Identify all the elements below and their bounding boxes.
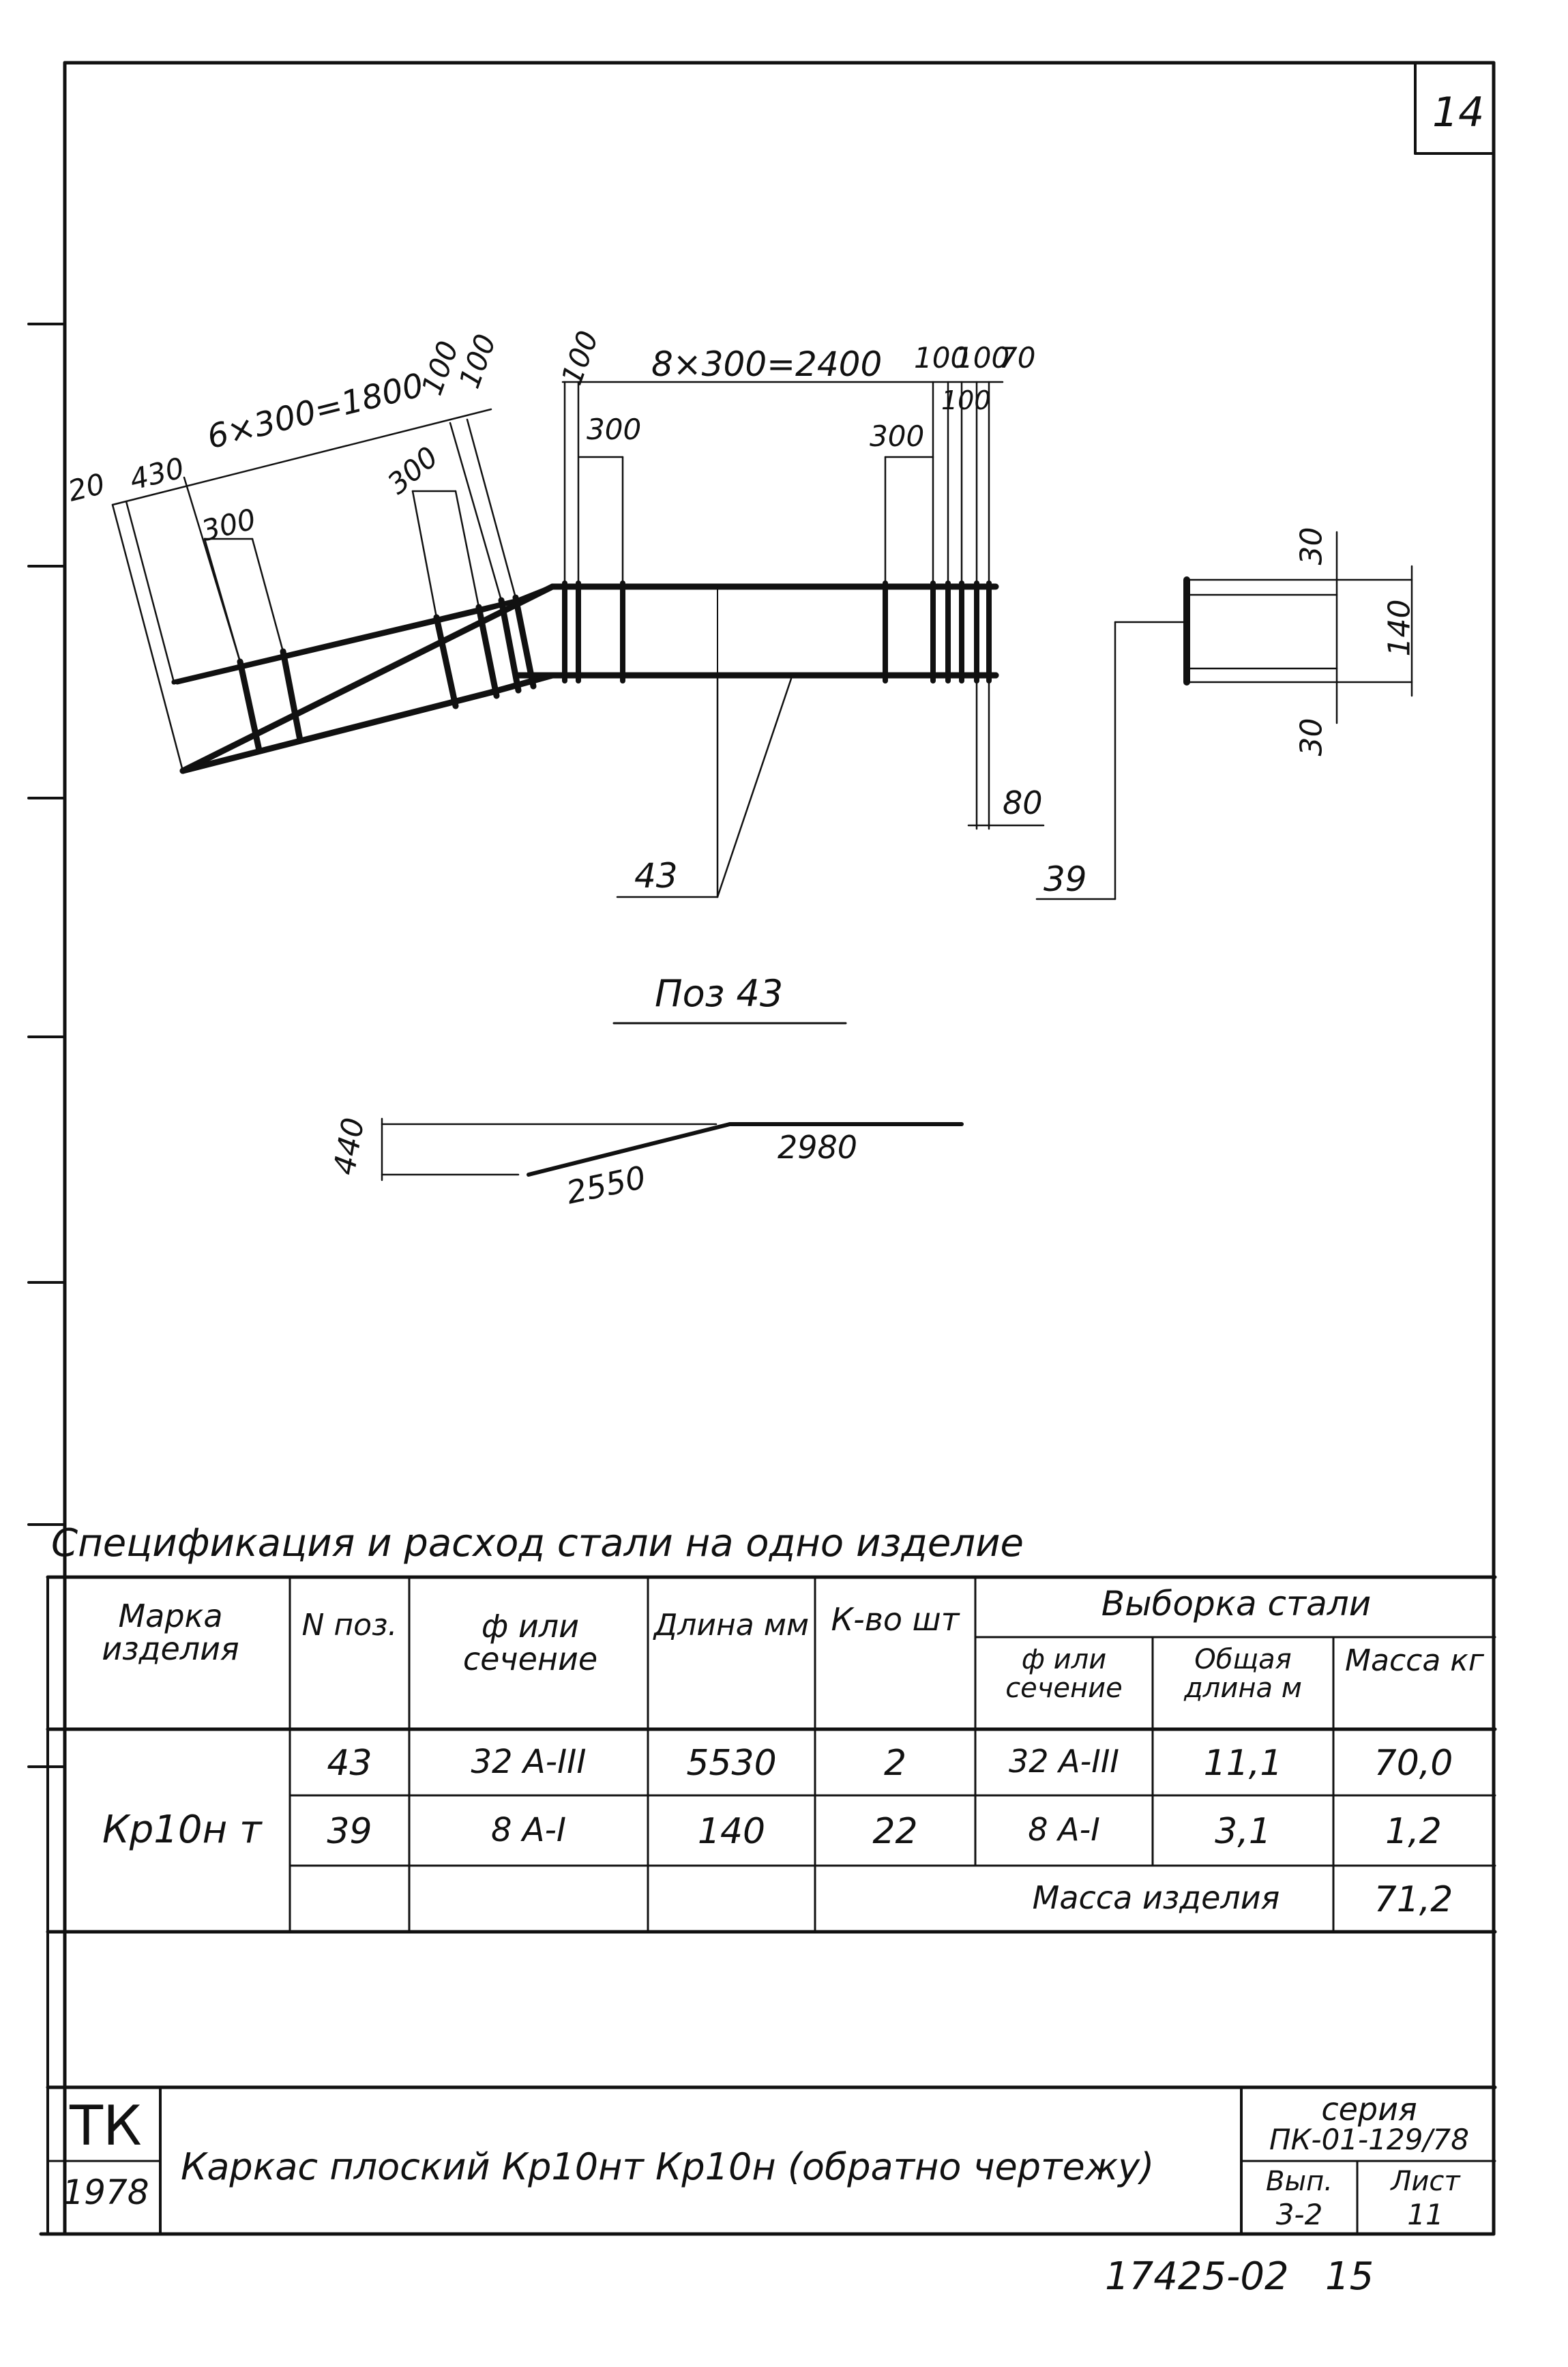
pos43-title: Поз 43 bbox=[655, 972, 784, 1015]
cell-mass: 70,0 bbox=[1374, 1743, 1453, 1784]
total-label: Масса изделия bbox=[1032, 1879, 1280, 1916]
leader-label-43: 43 bbox=[634, 856, 678, 896]
cell-length: 5530 bbox=[686, 1743, 777, 1784]
header-mass: Масса кг bbox=[1345, 1643, 1484, 1678]
frame-drawing bbox=[111, 381, 1413, 1181]
title-block-grid bbox=[46, 1576, 1497, 2235]
dim-label: 300 bbox=[870, 420, 925, 453]
header-pos: N поз. bbox=[301, 1608, 398, 1643]
page-number: 14 bbox=[1432, 89, 1485, 136]
dim-label: 300 bbox=[587, 413, 642, 446]
dim-label: 30 bbox=[1294, 718, 1329, 756]
org-mark: ТК bbox=[70, 2094, 142, 2158]
series-label: серия bbox=[1321, 2091, 1417, 2128]
header-total-length: Общая длина м bbox=[1184, 1644, 1302, 1704]
dim-label: 30 bbox=[1294, 527, 1329, 565]
dim-label: 140 bbox=[1382, 599, 1417, 657]
drawing-name: Каркас плоский Кр10нт Кр10н (обратно чер… bbox=[181, 2145, 1155, 2188]
cell-sel-section: 32 A-III bbox=[1009, 1743, 1119, 1780]
year: 1978 bbox=[62, 2173, 149, 2212]
leader-label-39: 39 bbox=[1044, 859, 1087, 899]
dim-label: 80 bbox=[1003, 784, 1043, 821]
cell-qty: 22 bbox=[872, 1811, 918, 1852]
spec-title: Спецификация и расход стали на одно изде… bbox=[51, 1521, 1024, 1565]
cell-qty: 2 bbox=[883, 1743, 907, 1784]
issue-label: Вып. bbox=[1266, 2166, 1333, 2197]
header-qty: К-во шт bbox=[831, 1601, 960, 1638]
dim-label: 100 bbox=[914, 341, 969, 374]
mark-value: Кр10н т bbox=[102, 1808, 262, 1852]
header-section: ф или сечение bbox=[462, 1608, 598, 1678]
cell-pos: 43 bbox=[327, 1743, 372, 1784]
dim-label: 100 bbox=[955, 341, 1010, 374]
cell-total-length: 11,1 bbox=[1203, 1743, 1283, 1784]
series-value: ПК-01-129/78 bbox=[1269, 2123, 1469, 2156]
cell-mass: 1,2 bbox=[1385, 1811, 1442, 1852]
dim-label: 2980 bbox=[778, 1129, 858, 1166]
dim-label: 100 bbox=[941, 385, 991, 415]
bottom-code: 17425-02 15 bbox=[1105, 2254, 1374, 2299]
header-mark: Марка изделия bbox=[102, 1598, 239, 1668]
header-sel-section: ф или сечение bbox=[1005, 1644, 1123, 1704]
sheet-value: 11 bbox=[1407, 2198, 1444, 2231]
sheet-label: Лист bbox=[1391, 2166, 1460, 2197]
cell-total-length: 3,1 bbox=[1215, 1811, 1271, 1852]
cell-length: 140 bbox=[697, 1811, 766, 1852]
dim-label: 8×300=2400 bbox=[651, 344, 883, 384]
cell-sel-section: 8 A-I bbox=[1028, 1811, 1100, 1848]
pos43-sketch bbox=[381, 1022, 964, 1181]
dim-label: 70 bbox=[999, 341, 1036, 374]
cell-pos: 39 bbox=[327, 1811, 372, 1852]
cell-section: 8 A-I bbox=[490, 1811, 567, 1849]
header-group: Выборка стали bbox=[1101, 1584, 1372, 1623]
spec-table-grid bbox=[46, 1575, 1497, 1934]
total-mass: 71,2 bbox=[1374, 1879, 1453, 1920]
cell-section: 32 A-III bbox=[471, 1743, 587, 1781]
issue-value: 3-2 bbox=[1275, 2198, 1323, 2231]
header-length: Длина мм bbox=[653, 1608, 810, 1643]
